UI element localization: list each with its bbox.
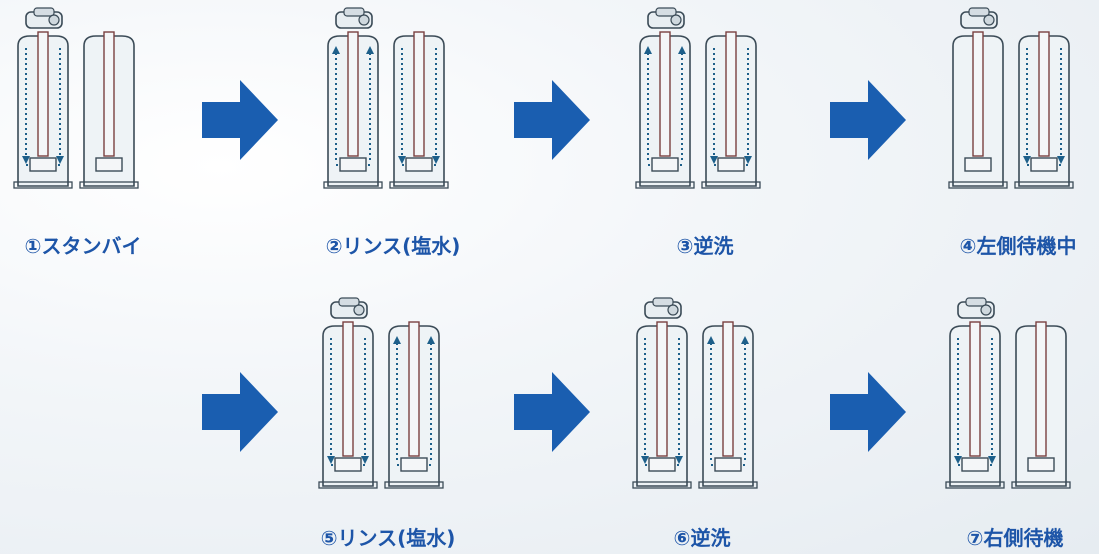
riser-pipe [659,31,671,157]
distributor [651,157,679,172]
stage-3-label: ③逆洗 [676,234,734,258]
flow-arrowhead-down [432,156,440,164]
flow-arrowhead-down [954,456,962,464]
tank-base [1011,481,1071,489]
flow-arrowhead-down [398,156,406,164]
riser-pipe [656,321,668,457]
flow-arrowhead-down [641,456,649,464]
right-arrow-icon [826,372,906,456]
twin-tank-softener-icon [318,297,444,489]
control-valve-icon [960,7,998,29]
tank-base [945,481,1005,489]
control-valve-icon [25,7,63,29]
flow-arrowhead-up [427,336,435,344]
distributor [1030,157,1058,172]
distributor [964,157,992,172]
stage-2 [318,7,468,208]
flow-arrowhead-down [988,456,996,464]
riser-pipe [413,31,425,157]
control-valve-icon [644,297,682,319]
right-arrow-icon [510,80,590,164]
flow-arrowhead-down [1057,156,1065,164]
tank-base [318,481,378,489]
stage-6-label: ⑥逆洗 [673,526,731,550]
twin-tank-softener-icon [948,7,1074,189]
stage-4-label: ④左側待機中 [959,234,1077,258]
flow-arrowhead-down [22,156,30,164]
tank-base [698,481,758,489]
flow-arrowhead-down [56,156,64,164]
riser-pipe [103,31,115,157]
riser-pipe [37,31,49,157]
distributor [95,157,123,172]
flow-arrowhead-down [744,156,752,164]
stage-7 [940,297,1090,508]
flow-arrowhead-down [327,456,335,464]
riser-pipe [342,321,354,457]
twin-tank-softener-icon [323,7,449,189]
tank-base [1014,181,1074,189]
stage-1-label: ①スタンバイ [24,234,142,258]
riser-pipe [408,321,420,457]
flow-arrowhead-up [741,336,749,344]
distributor [400,457,428,472]
twin-tank-softener-icon [632,297,758,489]
distributor [339,157,367,172]
flow-arrowhead-up [332,46,340,54]
stage-5-label: ⑤リンス(塩水) [320,526,456,550]
stage-3 [630,7,780,208]
riser-pipe [969,321,981,457]
tank-base [323,181,383,189]
right-arrow-icon [826,80,906,164]
tank-base [632,481,692,489]
distributor [334,457,362,472]
right-arrow-icon [510,372,590,456]
control-valve-icon [335,7,373,29]
riser-pipe [972,31,984,157]
tank-base [13,181,73,189]
tank-base [384,481,444,489]
tank-base [79,181,139,189]
stage-2-label: ②リンス(塩水) [325,234,461,258]
riser-pipe [347,31,359,157]
tank-base [948,181,1008,189]
stage-1 [8,7,158,208]
distributor [714,457,742,472]
tank-base [701,181,761,189]
flow-arrowhead-up [393,336,401,344]
flow-arrowhead-down [710,156,718,164]
riser-pipe [1035,321,1047,457]
riser-pipe [1038,31,1050,157]
twin-tank-softener-icon [945,297,1071,489]
distributor [405,157,433,172]
tank-base [635,181,695,189]
tank-base [389,181,449,189]
right-arrow-icon [198,372,278,456]
distributor [648,457,676,472]
stage-6 [627,297,777,508]
riser-pipe [722,321,734,457]
flow-arrowhead-down [675,456,683,464]
flow-arrowhead-up [707,336,715,344]
distributor [961,457,989,472]
distributor [1027,457,1055,472]
stage-7-label: ⑦右側待機 [966,526,1064,550]
right-arrow-icon [198,80,278,164]
distributor [717,157,745,172]
stage-4 [943,7,1093,208]
flow-arrowhead-up [678,46,686,54]
control-valve-icon [330,297,368,319]
twin-tank-softener-icon [13,7,139,189]
flow-arrowhead-up [644,46,652,54]
twin-tank-softener-icon [635,7,761,189]
riser-pipe [725,31,737,157]
flow-arrowhead-up [366,46,374,54]
stage-5 [313,297,463,508]
flow-arrowhead-down [1023,156,1031,164]
distributor [29,157,57,172]
control-valve-icon [647,7,685,29]
control-valve-icon [957,297,995,319]
flow-arrowhead-down [361,456,369,464]
